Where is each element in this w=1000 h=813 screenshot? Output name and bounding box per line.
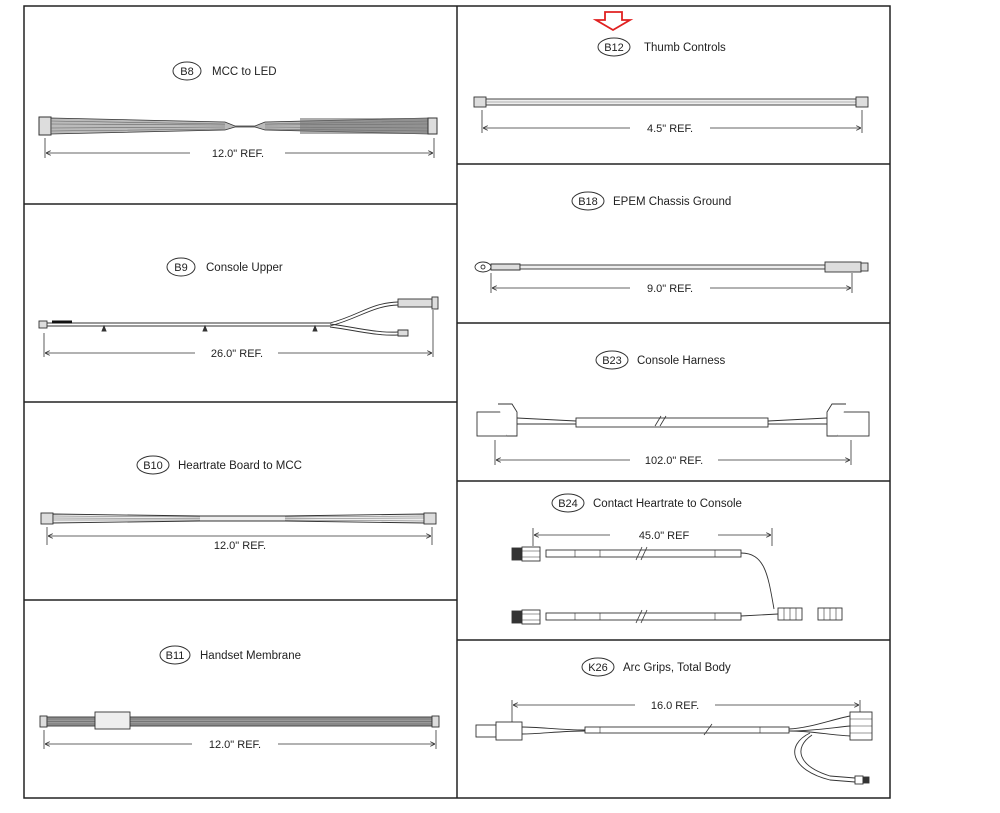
part-code-badge xyxy=(571,191,605,211)
part-title: EPEM Chassis Ground xyxy=(613,196,731,208)
part-title: MCC to LED xyxy=(212,66,277,78)
dimension-value: 4.5" REF. xyxy=(647,123,693,135)
dimension-line-b10: 12.0" REF. xyxy=(46,527,433,552)
cable-drawing-b9 xyxy=(38,296,439,337)
part-label-b12: B12 Thumb Controls xyxy=(597,37,726,57)
panel-b10: B10 Heartrate Board to MCC 12.0" REF. xyxy=(40,455,437,552)
panel-b9: B9 Console Upper 26.0" REF. xyxy=(38,257,439,360)
panel-b11: B11 Handset Membrane 12.0" REF. xyxy=(39,645,440,751)
panel-b12: B12 Thumb Controls 4.5" REF. xyxy=(473,11,869,135)
part-label-b10: B10 Heartrate Board to MCC xyxy=(136,455,302,475)
dimension-line-b8: 12.0" REF. xyxy=(44,138,435,160)
dimension-line-b12: 4.5" REF. xyxy=(481,110,863,135)
panel-b24: B24 Contact Heartrate to Console xyxy=(511,493,843,625)
part-code: B10 xyxy=(143,460,163,472)
cable-drawing-b24 xyxy=(511,546,843,625)
part-code-badge xyxy=(136,455,170,475)
dimension-value: 26.0" REF. xyxy=(211,348,263,360)
panel-k26: K26 Arc Grips, Total Body 16.0 REF. xyxy=(475,657,873,785)
cable-drawing-b10 xyxy=(40,512,437,525)
dimension-line-b11: 12.0" REF. xyxy=(43,730,437,751)
part-code-badge xyxy=(159,645,191,665)
part-code-badge xyxy=(581,657,615,677)
part-title: Contact Heartrate to Console xyxy=(593,498,742,510)
dimension-value: 12.0" REF. xyxy=(214,540,266,552)
dimension-value: 12.0" REF. xyxy=(212,148,264,160)
part-code-badge xyxy=(166,257,196,277)
part-code: K26 xyxy=(588,662,608,674)
dimension-value: 16.0 REF. xyxy=(651,700,699,712)
part-code-badge xyxy=(551,493,585,513)
dimension-line-b18: 9.0" REF. xyxy=(490,273,853,295)
part-label-b11: B11 Handset Membrane xyxy=(159,645,301,665)
dimension-line-k26: 16.0 REF. xyxy=(511,700,861,722)
dimension-value: 9.0" REF. xyxy=(647,283,693,295)
part-code-badge xyxy=(597,37,631,57)
part-label-b18: B18 EPEM Chassis Ground xyxy=(571,191,731,211)
part-title: Arc Grips, Total Body xyxy=(623,662,731,674)
part-title: Console Upper xyxy=(206,262,283,274)
part-label-b23: B23 Console Harness xyxy=(595,350,725,370)
part-label-b9: B9 Console Upper xyxy=(166,257,283,277)
part-code: B11 xyxy=(166,650,185,662)
dimension-value: 45.0" REF xyxy=(639,530,690,542)
dimension-value: 102.0" REF. xyxy=(645,455,703,467)
part-label-b24: B24 Contact Heartrate to Console xyxy=(551,493,742,513)
panel-b23: B23 Console Harness 102.0" REF. xyxy=(476,350,870,467)
panel-b18: B18 EPEM Chassis Ground 9.0" REF. xyxy=(474,191,869,295)
dimension-line-b24: 45.0" REF xyxy=(532,528,773,546)
part-label-b8: B8 MCC to LED xyxy=(172,61,277,81)
part-code: B8 xyxy=(180,66,193,78)
part-title: Thumb Controls xyxy=(644,42,726,54)
cable-drawing-b18 xyxy=(474,261,869,273)
part-label-k26: K26 Arc Grips, Total Body xyxy=(581,657,731,677)
part-code: B9 xyxy=(174,262,187,274)
part-code: B23 xyxy=(602,355,622,367)
dimension-line-b9: 26.0" REF. xyxy=(43,310,434,360)
part-code-badge xyxy=(172,61,202,81)
part-title: Heartrate Board to MCC xyxy=(178,460,302,472)
part-code-badge xyxy=(595,350,629,370)
part-code: B24 xyxy=(558,498,578,510)
cable-drawing-b8 xyxy=(38,116,438,136)
part-title: Handset Membrane xyxy=(200,650,301,662)
cable-drawing-b23 xyxy=(476,403,870,437)
part-code: B12 xyxy=(604,42,624,54)
dimension-line-b23: 102.0" REF. xyxy=(494,440,852,467)
cable-drawing-b11 xyxy=(39,711,440,730)
down-arrow-icon xyxy=(592,11,634,32)
part-code: B18 xyxy=(578,196,598,208)
dimension-value: 12.0" REF. xyxy=(209,739,261,751)
cable-drawing-k26 xyxy=(475,711,873,785)
part-title: Console Harness xyxy=(637,355,725,367)
panel-b8: B8 MCC to LED 12.0" REF. xyxy=(38,61,438,160)
cable-drawing-b12 xyxy=(473,96,869,108)
diagram-frame xyxy=(23,5,891,799)
